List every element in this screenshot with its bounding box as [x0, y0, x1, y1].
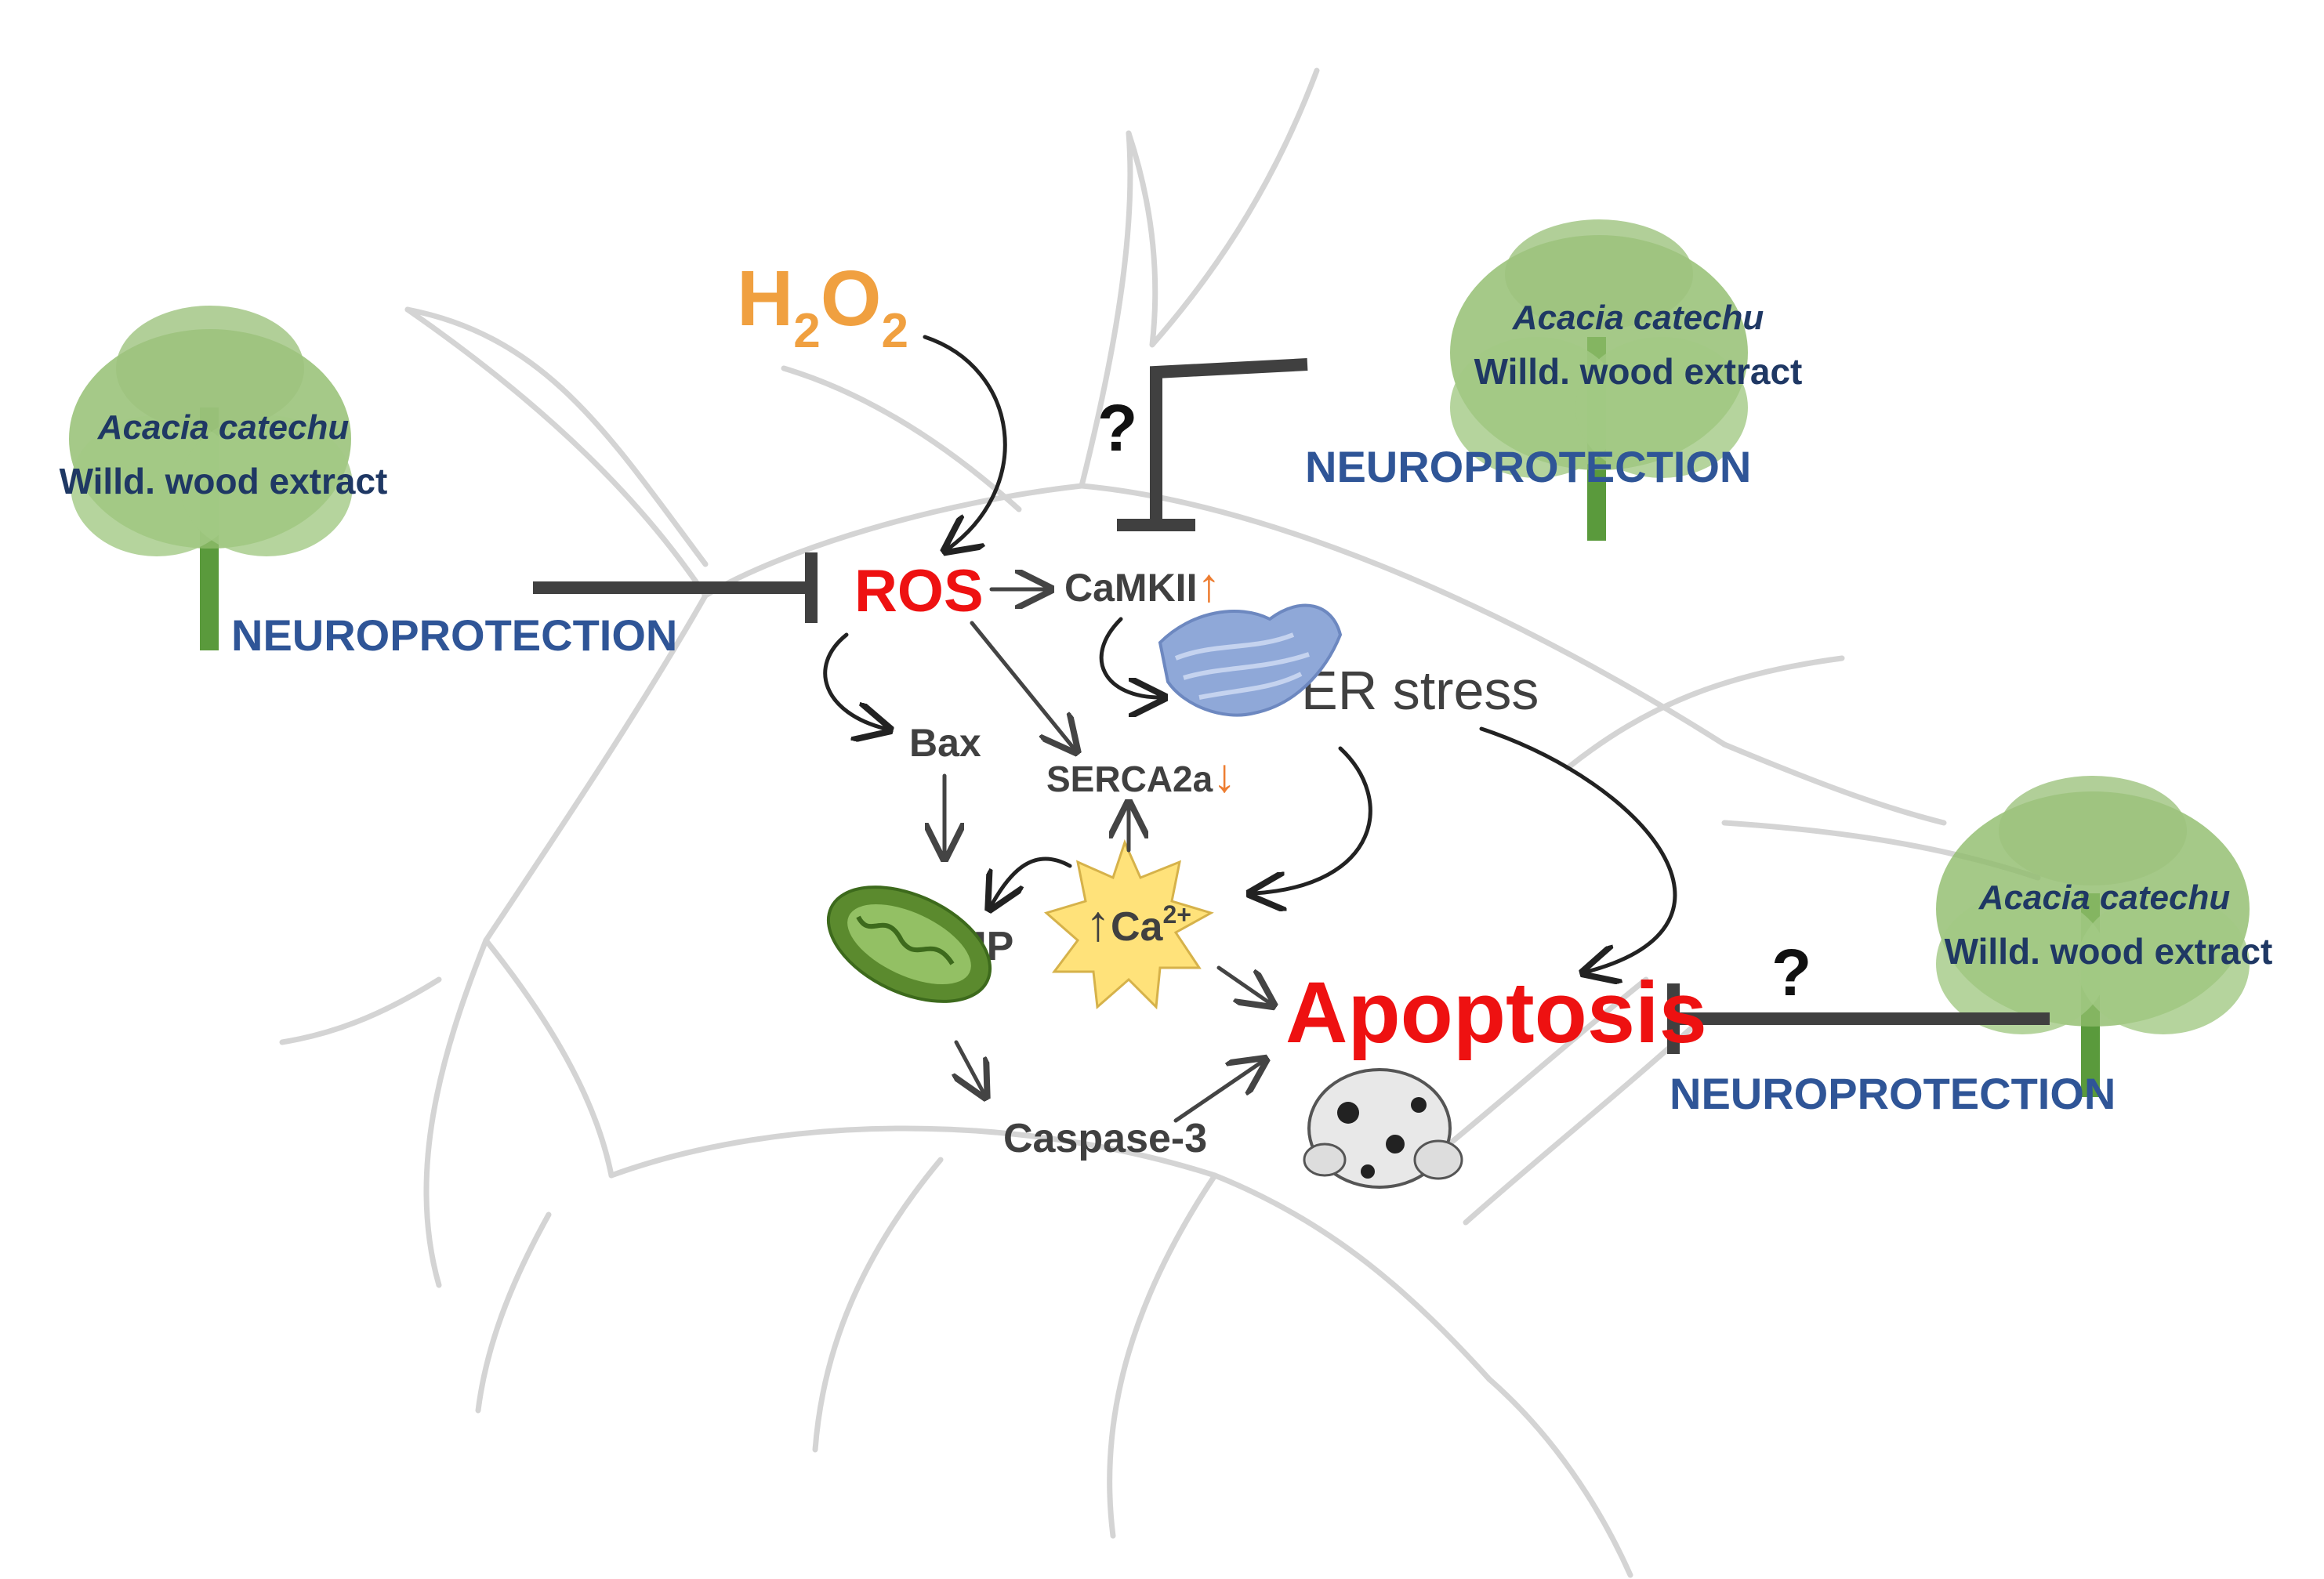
unknown-mark-bottom: ?	[1771, 936, 1811, 1009]
inhibition-left	[533, 552, 818, 623]
neuroprotection-top: NEUROPROTECTION	[1305, 442, 1751, 491]
neuroprotection-left: NEUROPROTECTION	[231, 610, 677, 660]
er-icon	[1158, 603, 1343, 717]
ros-label: ROS	[854, 558, 984, 625]
tree-left-icon	[69, 306, 353, 650]
inhibition-bottom	[1667, 983, 2050, 1054]
mitochondrion-icon	[826, 885, 992, 1003]
tree-bottom-right-icon	[1936, 776, 2250, 1097]
camkii-label: CaMKII↑	[1064, 559, 1220, 611]
tree-top-right-icon	[1450, 219, 1748, 541]
calcium-label: ↑Ca2+	[1086, 895, 1191, 951]
extract-bottom-species: Acacia catechu	[1978, 878, 2231, 917]
er-stress-label: ER stress	[1301, 660, 1539, 721]
bax-label: Bax	[909, 721, 981, 765]
calcium-burst-icon	[1043, 838, 1214, 1010]
extract-bottom-name: Willd. wood extract	[1945, 931, 2273, 972]
serca-label: SERCA2a↓	[1046, 749, 1236, 802]
caspase-label: Caspase-3	[1003, 1116, 1207, 1161]
inhibition-top	[1117, 358, 1308, 531]
unknown-mark-top: ?	[1097, 391, 1137, 465]
neuroprotection-bottom: NEUROPROTECTION	[1670, 1069, 2116, 1118]
extract-top-species: Acacia catechu	[1512, 299, 1764, 337]
apoptotic-cell-icon	[1303, 1068, 1463, 1189]
pathway-arrows	[823, 335, 1677, 1123]
extract-left-name: Willd. wood extract	[60, 461, 388, 502]
neuron-outline	[279, 67, 2041, 1578]
extract-left-species: Acacia catechu	[97, 408, 350, 447]
apoptosis-label: Apoptosis	[1285, 965, 1707, 1061]
extract-top-name: Willd. wood extract	[1474, 351, 1803, 392]
h2o2-label: H2O2	[737, 255, 908, 358]
